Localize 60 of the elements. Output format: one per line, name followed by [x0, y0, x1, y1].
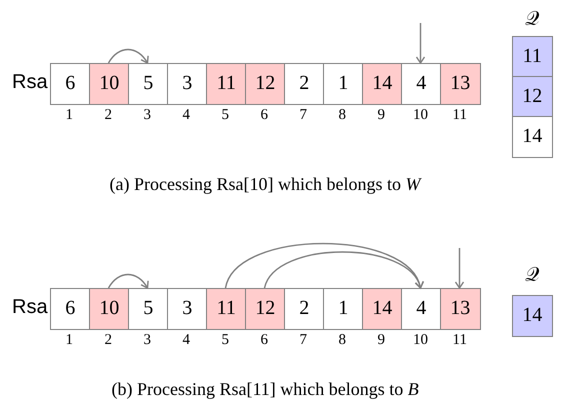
array-cell: 13 — [440, 63, 480, 104]
array-cell: 6 — [50, 288, 90, 330]
array-cell: 5 — [128, 288, 168, 330]
arrow — [108, 48, 148, 64]
array-cell: 12 — [245, 288, 286, 330]
index-number: 6 — [260, 107, 268, 124]
arrow — [454, 248, 464, 289]
array-cell: 2 — [284, 288, 324, 330]
index-number: 2 — [104, 332, 112, 349]
index-number: 8 — [338, 107, 346, 124]
array-cell: 4 — [401, 288, 442, 330]
arrow — [108, 274, 148, 289]
array-cell: 6 — [50, 63, 90, 104]
index-number: 7 — [300, 332, 307, 349]
queue-title: 𝒬 — [525, 8, 539, 31]
array-name: Rsa — [12, 296, 48, 319]
array-cell: 14 — [362, 288, 402, 330]
index-number: 11 — [452, 107, 467, 124]
array-cell: 4 — [401, 63, 442, 104]
array-cell: 11 — [206, 63, 246, 104]
index-number: 11 — [452, 332, 467, 349]
index-number: 2 — [104, 107, 112, 124]
queue-cell: 14 — [512, 295, 552, 336]
caption: (b) Processing Rsa[11] which belongs to B — [112, 379, 419, 400]
queue-cell: 12 — [512, 76, 552, 118]
index-number: 9 — [378, 107, 385, 124]
index-number: 5 — [222, 107, 229, 124]
index-number: 3 — [144, 107, 151, 124]
index-number: 10 — [413, 332, 428, 349]
index-number: 10 — [413, 107, 428, 124]
array-cell: 12 — [245, 63, 286, 104]
array-cell: 2 — [284, 63, 324, 104]
index-number: 9 — [378, 332, 385, 349]
array-name: Rsa — [12, 71, 48, 94]
index-number: 8 — [338, 332, 346, 349]
caption: (a) Processing Rsa[10] which belongs to W — [110, 174, 420, 195]
index-number: 1 — [66, 107, 73, 124]
array-cell: 10 — [89, 63, 130, 104]
array-cell: 11 — [206, 288, 246, 330]
queue-cell: 11 — [512, 36, 552, 78]
index-number: 4 — [182, 107, 190, 124]
arrow — [224, 242, 423, 289]
queue-cell: 14 — [512, 116, 552, 158]
array-cell: 5 — [128, 63, 168, 104]
index-number: 1 — [66, 332, 73, 349]
index-number: 3 — [144, 332, 151, 349]
array-cell: 1 — [323, 63, 364, 104]
queue-title: 𝒬 — [525, 264, 539, 287]
index-number: 4 — [182, 332, 190, 349]
index-number: 7 — [300, 107, 307, 124]
array-cell: 10 — [89, 288, 130, 330]
array-cell: 3 — [167, 288, 208, 330]
array-cell: 1 — [323, 288, 364, 330]
index-number: 6 — [260, 332, 268, 349]
arrow — [264, 251, 422, 289]
array-cell: 3 — [167, 63, 208, 104]
array-cell: 14 — [362, 63, 402, 104]
array-cell: 13 — [440, 288, 480, 330]
arrow — [416, 23, 426, 64]
index-number: 5 — [222, 332, 229, 349]
